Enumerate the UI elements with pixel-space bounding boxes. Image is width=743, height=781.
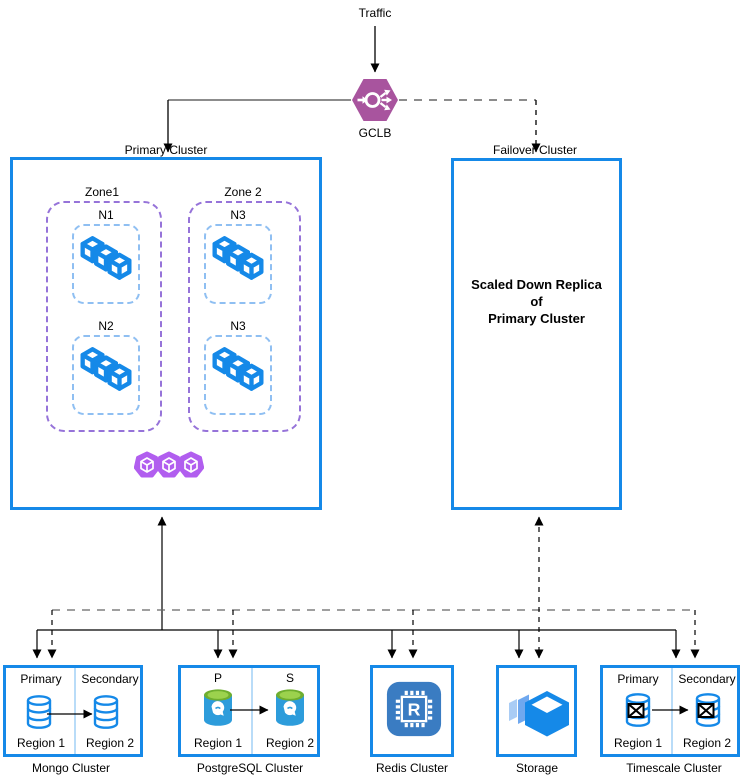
pods-icon xyxy=(134,451,204,478)
gclb-label: GCLB xyxy=(358,126,392,140)
primary-cluster-title: Primary Cluster xyxy=(124,143,208,157)
storage-label: Storage xyxy=(515,761,559,775)
workload-cubes-icon xyxy=(210,347,266,393)
zone2-node2-label: N3 xyxy=(230,319,246,333)
region-divider xyxy=(74,668,76,754)
zone1-label: Zone1 xyxy=(84,185,120,199)
zone2-label: Zone 2 xyxy=(224,185,262,199)
zone1-node1-box xyxy=(72,224,140,304)
postgres-region1-label: Region 1 xyxy=(193,736,243,750)
failover-cluster-title: Failover Cluster xyxy=(492,143,578,157)
timescale-cluster-label: Timescale Cluster xyxy=(626,761,722,775)
redis-chip-letter: R xyxy=(408,700,421,720)
workload-cubes-icon xyxy=(78,236,134,282)
postgres-p-label: P xyxy=(213,671,223,685)
redis-cluster-label: Redis Cluster xyxy=(375,761,449,775)
region-divider xyxy=(251,668,253,754)
load-balancer-icon xyxy=(352,79,398,121)
postgres-db-icon xyxy=(203,688,233,727)
gclb-node xyxy=(351,77,399,128)
mongo-cluster-box: Primary Secondary Region 1 Region 2 xyxy=(3,665,143,757)
failover-text-line3: Primary Cluster xyxy=(488,311,585,326)
region-divider xyxy=(671,668,673,754)
mongo-db-icon xyxy=(26,695,52,729)
zone1-node2-box xyxy=(72,335,140,415)
postgresql-cluster-label: PostgreSQL Cluster xyxy=(196,761,304,775)
storage-icon xyxy=(509,691,569,737)
failover-text-line1: Scaled Down Replica xyxy=(471,277,602,292)
traffic-label: Traffic xyxy=(358,6,392,20)
zone2-node2-box xyxy=(204,335,272,415)
redis-cluster-box: R xyxy=(370,665,454,757)
redis-memorystore-icon: R xyxy=(386,681,442,737)
timescale-cluster-box: Primary Secondary Region 1 Region 2 xyxy=(600,665,740,757)
failover-text-line2: of xyxy=(530,294,543,309)
timescale-secondary-label: Secondary xyxy=(678,672,736,686)
mongo-cluster-label: Mongo Cluster xyxy=(31,761,111,775)
timescale-primary-label: Primary xyxy=(617,672,659,686)
mongo-primary-label: Primary xyxy=(20,672,62,686)
primary-cluster-box: Zone1 Zone 2 N1 N2 N3 N3 xyxy=(10,157,322,510)
postgresql-cluster-box: P S Region 1 Region 2 xyxy=(178,665,320,757)
zone2-node1-box xyxy=(204,224,272,304)
zone1-box xyxy=(46,201,162,432)
zone1-node2-label: N2 xyxy=(98,319,114,333)
timescale-db-icon xyxy=(695,693,721,727)
workload-cubes-icon xyxy=(78,347,134,393)
zone2-node1-label: N3 xyxy=(230,208,246,222)
timescale-region2-label: Region 2 xyxy=(682,736,732,750)
timescale-db-icon xyxy=(625,693,651,727)
postgres-region2-label: Region 2 xyxy=(265,736,315,750)
mongo-db-icon xyxy=(93,695,119,729)
mongo-region2-label: Region 2 xyxy=(85,736,135,750)
storage-box xyxy=(496,665,577,757)
postgres-db-icon xyxy=(275,688,305,727)
mongo-region1-label: Region 1 xyxy=(16,736,66,750)
postgres-s-label: S xyxy=(285,671,295,685)
failover-cluster-text: Scaled Down Replica of Primary Cluster xyxy=(451,276,622,327)
timescale-region1-label: Region 1 xyxy=(613,736,663,750)
zone1-node1-label: N1 xyxy=(98,208,114,222)
workload-cubes-icon xyxy=(210,236,266,282)
mongo-secondary-label: Secondary xyxy=(81,672,139,686)
zone2-box xyxy=(188,201,301,432)
failover-cluster-box xyxy=(451,158,622,510)
